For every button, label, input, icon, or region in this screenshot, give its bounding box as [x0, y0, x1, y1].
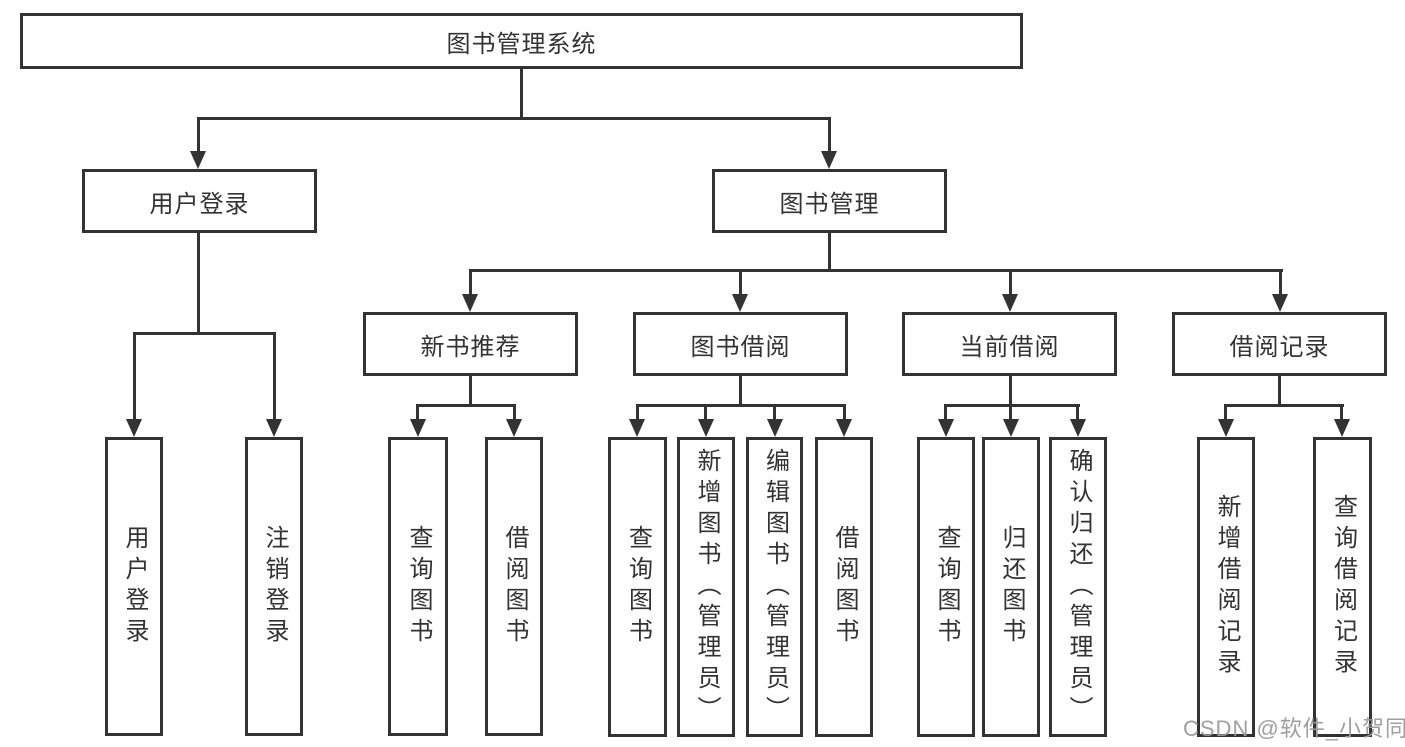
arrowhead-down-icon: [629, 419, 645, 437]
connector-line: [197, 117, 200, 153]
connector-line: [773, 404, 776, 422]
arrowhead-down-icon: [190, 151, 206, 169]
arrowhead-down-icon: [126, 419, 142, 437]
connector-line: [469, 269, 1283, 272]
leaf-confirm-return-admin: 确认归还（管理员）: [1049, 437, 1107, 737]
arrowhead-down-icon: [1334, 419, 1350, 437]
connector-line: [416, 404, 419, 422]
leaf-add-book-admin: 新增图书（管理员）: [677, 437, 735, 737]
arrowhead-down-icon: [1002, 294, 1018, 312]
arrowhead-down-icon: [266, 419, 282, 437]
arrowhead-down-icon: [821, 151, 837, 169]
arrowhead-down-icon: [410, 419, 426, 437]
leaf-query-books-borrowing: 查询图书: [608, 437, 667, 737]
connector-line: [469, 376, 472, 406]
leaf-query-borrow-record: 查询借阅记录: [1313, 437, 1372, 737]
connector-line: [1340, 404, 1343, 422]
connector-line: [133, 332, 276, 335]
arrowhead-down-icon: [1218, 419, 1234, 437]
connector-line: [197, 117, 831, 120]
leaf-return-books: 归还图书: [982, 437, 1040, 737]
connector-line: [1224, 404, 1227, 422]
arrowhead-down-icon: [836, 419, 852, 437]
arrowhead-down-icon: [938, 419, 954, 437]
connector-line: [1224, 404, 1344, 407]
arrowhead-down-icon: [732, 294, 748, 312]
leaf-query-books-recommend: 查询图书: [388, 437, 448, 736]
connector-line: [513, 404, 516, 422]
connector-line: [1076, 404, 1079, 422]
node-user-login: 用户登录: [82, 169, 317, 233]
node-book-borrowing: 图书借阅: [633, 312, 848, 376]
connector-line: [469, 269, 472, 297]
arrowhead-down-icon: [462, 294, 478, 312]
connector-line: [828, 117, 831, 153]
node-library-management-system: 图书管理系统: [20, 13, 1023, 69]
connector-line: [828, 233, 831, 272]
arrowhead-down-icon: [767, 419, 783, 437]
connector-line: [944, 404, 947, 422]
node-current-borrowing: 当前借阅: [902, 312, 1117, 376]
connector-line: [739, 269, 742, 297]
connector-line: [739, 376, 742, 406]
node-borrowing-records: 借阅记录: [1172, 312, 1387, 376]
node-book-management: 图书管理: [712, 169, 947, 233]
connector-line: [704, 404, 707, 422]
leaf-query-books-current: 查询图书: [917, 437, 975, 737]
connector-line: [273, 332, 276, 421]
connector-line: [197, 233, 200, 334]
connector-line: [520, 68, 523, 120]
leaf-logout: 注销登录: [245, 437, 303, 736]
arrowhead-down-icon: [1272, 294, 1288, 312]
connector-line: [636, 404, 846, 407]
connector-line: [416, 404, 516, 407]
leaf-add-borrow-record: 新增借阅记录: [1197, 437, 1255, 737]
leaf-user-login: 用户登录: [105, 437, 163, 736]
leaf-borrow-books-borrowing: 借阅图书: [815, 437, 873, 737]
arrowhead-down-icon: [1070, 419, 1086, 437]
connector-line: [1009, 404, 1012, 422]
connector-line: [843, 404, 846, 422]
connector-line: [1009, 269, 1012, 297]
arrowhead-down-icon: [1003, 419, 1019, 437]
connector-line: [1278, 376, 1281, 406]
node-new-book-recommendation: 新书推荐: [363, 312, 578, 376]
arrowhead-down-icon: [506, 419, 522, 437]
leaf-edit-book-admin: 编辑图书（管理员）: [746, 437, 803, 737]
connector-line: [636, 404, 639, 422]
leaf-borrow-books-recommend: 借阅图书: [485, 437, 543, 736]
connector-line: [133, 332, 136, 421]
connector-line: [1279, 269, 1282, 297]
connector-line: [944, 404, 1080, 407]
csdn-watermark: CSDN @软件_小贺同学: [1183, 716, 1405, 741]
connector-line: [1009, 376, 1012, 406]
arrowhead-down-icon: [698, 419, 714, 437]
